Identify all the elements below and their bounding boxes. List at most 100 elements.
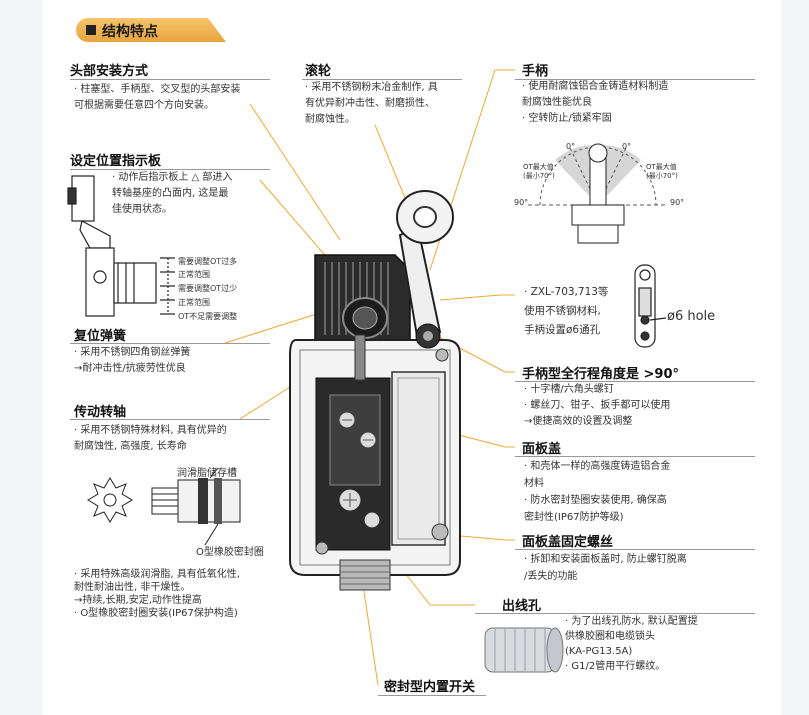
outlet-title: 出线孔 (502, 599, 542, 614)
section-title-tab: 结构特点 (76, 18, 226, 42)
angle-text: · 十字槽/六角头螺钉 · 螺丝刀、钳子、扳手都可以使用 →便捷高效的设置及调整 (524, 382, 670, 430)
cable-gland (484, 627, 564, 673)
ot-right-line: OT最大值 (646, 163, 677, 171)
indicator-label: OT不足需要调整 (178, 312, 238, 321)
head-mount-line: · 柱塞型、手柄型、交叉型的头部安装 (74, 84, 241, 95)
angle-ray-right (597, 147, 627, 206)
shaft-spline (151, 487, 179, 515)
indicator-lever-arm (79, 220, 111, 249)
screw-slots (342, 419, 373, 507)
lever-line: · 使用耐腐蚀铝合金铸造材料制造 (522, 81, 669, 92)
indicator-underline (70, 169, 270, 170)
right-margin (782, 0, 809, 715)
cover-line: · 防水密封垫圈安装使用, 确保高 (524, 495, 667, 506)
leader-lever (429, 69, 515, 271)
shaft-body (177, 479, 241, 523)
lever-line: 耐腐蚀性能优良 (522, 97, 592, 108)
outlet-line: 供橡胶圈和电缆锁头 (565, 631, 655, 642)
mount-screw-top-icon (435, 348, 449, 362)
shaft-underline (70, 419, 270, 420)
indicator-label: 需要调整OT过少 (178, 284, 238, 293)
reset-spring-line: →耐冲击性/抗疲劳性优良 (74, 363, 186, 374)
hole-line: 使用不锈钢材料, (524, 305, 601, 317)
hole-text: · ZXL-703,713等 使用不锈钢材料, 手柄设置ø6通孔 (524, 283, 608, 340)
reset-spring-underline (70, 343, 270, 344)
shaft-bottom-line: · O型橡胶密封圈安装(IP67保护构造) (74, 608, 238, 619)
spring-center (352, 306, 378, 330)
cover-title: 面板盖 (522, 442, 562, 457)
hole-lever-drawing (634, 264, 667, 348)
cover-line: 密封性(IP67防护等级) (524, 512, 624, 523)
cover-screw-line: · 拆卸和安装面板盖时, 防止螺钉脱离 (524, 554, 687, 565)
ot-left-line: OT最大值 (523, 163, 554, 171)
lever-title: 手柄 (522, 64, 549, 79)
roller-axle (413, 206, 437, 228)
shaft-title: 传动转轴 (74, 405, 127, 420)
lever-assembly (396, 190, 454, 349)
lever-hub-bolt (423, 331, 433, 341)
ot-right-line: (最小70°) (646, 172, 678, 180)
indicator-line: · 动作后指示板上 △ 部进入 (112, 172, 233, 183)
actuating-shaft (354, 334, 366, 381)
shaft-bottom-line: · 采用特殊高级润滑脂, 具有低氧化性, (74, 569, 240, 580)
square-bullet-icon (86, 25, 96, 35)
section-title-bg (76, 18, 226, 42)
cover-underline (515, 456, 755, 457)
shaft-text: · 采用不锈钢特殊材料, 具有优异的 耐腐蚀性, 高强度, 长寿命 (74, 423, 227, 455)
hole-line: 手柄设置ø6通孔 (524, 324, 601, 336)
roller-text: · 采用不锈钢粉末冶金制作, 具 有优异耐冲击性、耐磨损性、 耐腐蚀性。 (305, 80, 438, 128)
roller-underline (302, 79, 462, 80)
shaft-detail (87, 467, 241, 546)
ot-sector-left (555, 144, 598, 205)
leader-head-mount (249, 103, 341, 241)
angle-line: · 螺丝刀、钳子、扳手都可以使用 (524, 400, 671, 411)
outlet-thread-lines (340, 565, 390, 585)
lever-line: · 空转防止/锁紧牢固 (522, 113, 612, 124)
mount-screw-icon (315, 541, 329, 555)
head-mount-title: 头部安装方式 (70, 64, 149, 79)
roller-line: 耐腐蚀性。 (305, 114, 355, 125)
cover-screw-text: · 拆卸和安装面板盖时, 防止螺钉脱离 /丢失的功能 (524, 551, 687, 585)
oring-pointer (204, 523, 219, 546)
switch-body (289, 254, 461, 591)
mini-roller (588, 143, 608, 163)
hole-pointer (649, 317, 667, 321)
angle-label-90-right: 90° (670, 198, 685, 207)
outlet-line: · G1/2管用平行螺纹。 (565, 661, 666, 672)
hole-lever-bottom-hole (640, 331, 650, 341)
angle-underline (515, 381, 755, 382)
oring-seal (214, 478, 222, 524)
hole-six-mm (640, 315, 650, 325)
indicator-line: 佳使用状态。 (112, 204, 172, 215)
cover-screw-line: /丢失的功能 (524, 571, 578, 582)
outlet-underline (475, 613, 755, 614)
ot-sector-right (598, 144, 641, 205)
sealed-underline (378, 695, 486, 696)
hole-label: ø6 hole (667, 309, 716, 324)
indicator-text: · 动作后指示板上 △ 部进入 转轴基座的凸面内, 这是最 佳使用状态。 (112, 170, 232, 218)
indicator-plate (113, 262, 157, 304)
shaft-bottom-line: 耐性耐油出性, 非干燥性。 (74, 582, 191, 593)
indicator-label: 正常范围 (178, 298, 210, 307)
outlet-line: (KA-PG13.5A) (565, 646, 633, 657)
angle-label-90-left: 90° (514, 198, 529, 207)
groove-label: 润滑脂储存槽 (177, 468, 237, 479)
lever-underline (515, 79, 755, 80)
indicator-drawing (67, 175, 175, 317)
angle-ray-left (569, 147, 599, 206)
shaft-bottom-line: →持续,长期,安定,动作性提高 (74, 595, 202, 606)
head-mount-text: · 柱塞型、手柄型、交叉型的头部安装 可根据需要任意四个方向安装。 (74, 82, 240, 114)
cover-line: 材料 (524, 478, 544, 489)
terminal-screws (339, 412, 380, 528)
indicator-title: 设定位置指示板 (70, 154, 162, 169)
cover-screw-underline (515, 549, 755, 550)
reset-spring-line: · 采用不锈钢四角钢丝弹簧 (74, 347, 191, 358)
shaft-gear-icon (87, 477, 133, 523)
angle-label-0-left: 0° (566, 142, 576, 151)
shaft-line: · 采用不锈钢特殊材料, 具有优异的 (74, 425, 227, 436)
spline-lines (152, 493, 178, 507)
indicator-label: 正常范围 (178, 270, 210, 279)
cable-outlet-thread (339, 559, 391, 591)
roller-title: 滚轮 (305, 64, 332, 79)
